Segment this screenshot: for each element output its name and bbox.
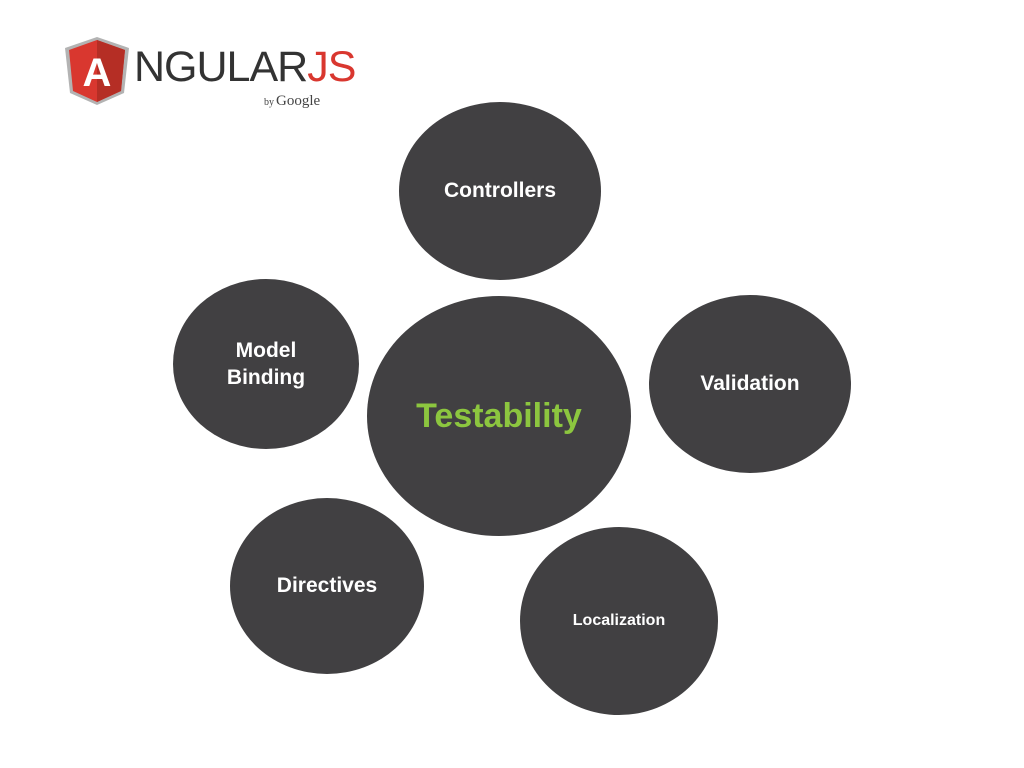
node-model-binding: Model Binding xyxy=(173,279,359,449)
node-model-binding-label: Model Binding xyxy=(227,337,305,392)
node-model-binding-line2: Binding xyxy=(226,366,306,389)
node-controllers: Controllers xyxy=(399,102,601,280)
node-validation: Validation xyxy=(649,295,851,473)
node-localization: Localization xyxy=(520,527,718,715)
angular-shield-icon: A xyxy=(65,37,129,105)
center-node-label: Testability xyxy=(416,396,582,435)
logo-word-angular: NGULAR xyxy=(134,43,308,91)
node-validation-label: Validation xyxy=(700,372,800,396)
node-model-binding-line1: Model xyxy=(235,338,297,362)
node-localization-label: Localization xyxy=(572,611,666,629)
logo-by: by xyxy=(264,97,274,108)
node-controllers-label: Controllers xyxy=(443,179,556,203)
logo-wordmark: NGULARJS xyxy=(134,43,356,91)
node-testability: Testability xyxy=(367,296,631,536)
shield-letter: A xyxy=(83,51,112,95)
node-directives-label: Directives xyxy=(276,574,378,598)
logo-google: Google xyxy=(276,93,321,109)
node-directives: Directives xyxy=(230,498,424,674)
logo-word-js: JS xyxy=(307,43,356,91)
